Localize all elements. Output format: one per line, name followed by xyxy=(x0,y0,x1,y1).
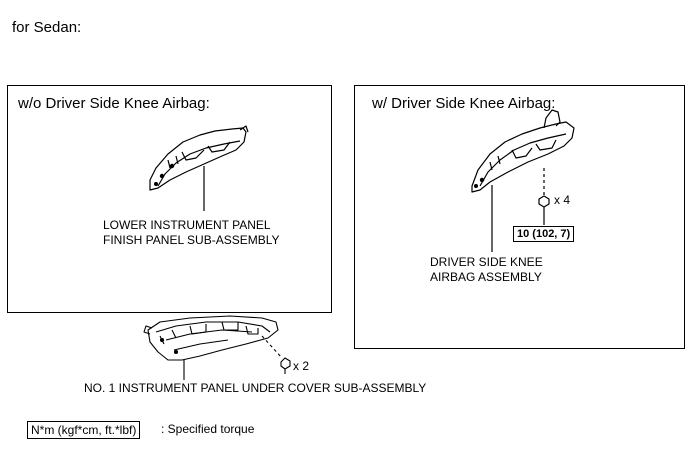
bolt-count: x 4 xyxy=(554,193,571,207)
under-cover-drawing xyxy=(143,315,291,380)
finish-panel-label-line1: LOWER INSTRUMENT PANEL xyxy=(103,218,271,232)
under-cover-label: NO. 1 INSTRUMENT PANEL UNDER COVER SUB-A… xyxy=(84,381,427,395)
right-panel-title: w/ Driver Side Knee Airbag: xyxy=(372,95,556,112)
knee-airbag-drawing xyxy=(471,109,575,252)
clip-count: x 2 xyxy=(293,359,310,373)
torque-legend-description: : Specified torque xyxy=(161,422,255,436)
knee-airbag-label-line2: AIRBAG ASSEMBLY xyxy=(430,270,542,284)
torque-spec-box: 10 (102, 7) xyxy=(513,226,575,242)
left-panel-title: w/o Driver Side Knee Airbag: xyxy=(18,95,210,112)
finish-panel-drawing xyxy=(149,125,249,211)
finish-panel-label-line2: FINISH PANEL SUB-ASSEMBLY xyxy=(103,233,280,247)
left-panel-frame xyxy=(7,85,332,313)
page-heading: for Sedan: xyxy=(12,19,82,36)
right-panel-frame xyxy=(354,85,685,349)
knee-airbag-label-line1: DRIVER SIDE KNEE xyxy=(430,255,543,269)
torque-unit-legend-box: N*m (kgf*cm, ft.*lbf) xyxy=(27,421,141,439)
